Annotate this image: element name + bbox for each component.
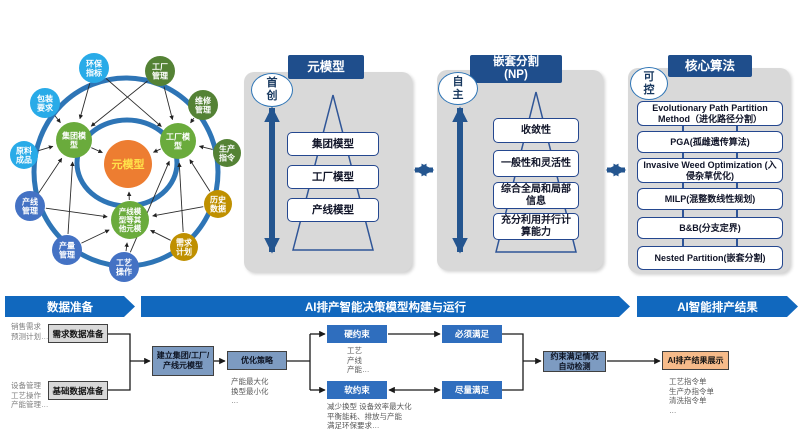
orbit-ring xyxy=(31,75,221,269)
flow-box-build-meta-model: 建立集团/工厂/ 产线元模型 xyxy=(152,346,214,376)
badge-first-created: 首 创 xyxy=(251,73,293,107)
item-group-model: 集团模型 xyxy=(287,132,379,156)
item-pga: PGA(孤雌遗传算法) xyxy=(637,131,783,153)
svg-text:维修管理: 维修管理 xyxy=(195,95,212,114)
chanxianmx-node: 产线模型等其他元模 xyxy=(111,201,149,239)
item-generality-flexibility: 一般性和灵活性 xyxy=(493,150,579,177)
banner-step-model-build-run: AI排产智能决策模型构建与运行 xyxy=(141,296,630,317)
flow-connector xyxy=(502,333,524,391)
flow-box-result-display: AI排产结果展示 xyxy=(662,351,729,370)
note-objectives: 产能最大化 换型最小化 … xyxy=(231,377,269,405)
item-convergence: 收敛性 xyxy=(493,118,579,143)
orbit-ring xyxy=(74,117,180,209)
note-hard-constraint-items: 工艺 产线 产能… xyxy=(347,346,370,374)
xuqiu-node: 需求计划 xyxy=(170,233,198,261)
gongyi-node: 工艺操作 xyxy=(109,252,139,282)
gongchangmx-node: 工厂模型 xyxy=(160,123,196,159)
weixiu-node: 维修管理 xyxy=(188,90,218,120)
flow-box-hard-constraint: 硬约束 xyxy=(327,325,387,343)
panel-core-algorithms-title: 核心算法 xyxy=(668,55,752,77)
baozhuang-node: 包装要求 xyxy=(30,88,60,118)
flow-box-must-satisfy: 必须满足 xyxy=(442,325,502,343)
svg-text:包装要求: 包装要求 xyxy=(36,93,54,112)
svg-text:工艺操作: 工艺操作 xyxy=(116,257,132,276)
svg-text:历史数据: 历史数据 xyxy=(210,194,227,213)
note-soft-constraint-items: 减少换型 设备效率最大化 平衡能耗、排放与产能 满足环保要求… xyxy=(327,402,412,430)
huanbao-node: 环保指标 xyxy=(79,53,109,83)
item-invasive-weed: Invasive Weed Optimization (入侵杂草优化) xyxy=(637,158,783,183)
item-parallel-computing: 充分利用并行计算能力 xyxy=(493,213,579,240)
banner-step-data-preparation: 数据准备 xyxy=(5,296,135,317)
lishi-node: 历史数据 xyxy=(204,190,232,218)
jituan-node: 集团模型 xyxy=(56,122,92,158)
item-line-model: 产线模型 xyxy=(287,198,379,222)
badge-autonomous: 自 主 xyxy=(438,72,478,105)
chanxiangl-node: 产线管理 xyxy=(15,191,45,221)
flow-box-basic-data: 基础数据准备 xyxy=(48,381,108,400)
note-sales-forecast: 销售需求 预测计划… xyxy=(11,322,49,341)
flow-connector xyxy=(108,333,131,391)
svg-text:产量管理: 产量管理 xyxy=(59,240,75,259)
flow-box-soft-constraint: 软约束 xyxy=(327,381,387,399)
svg-text:工厂模型: 工厂模型 xyxy=(166,131,191,150)
svg-text:产线管理: 产线管理 xyxy=(22,196,38,215)
item-evolutionary-path-partition: Evolutionary Path Partition Method（进化路径分… xyxy=(637,101,783,126)
svg-text:原料成品: 原料成品 xyxy=(16,145,32,164)
svg-text:元模型: 元模型 xyxy=(112,157,145,171)
svg-text:需求计划: 需求计划 xyxy=(176,237,193,256)
note-device-process-capacity: 设备管理 工艺操作 产能管理… xyxy=(11,381,49,409)
badge-controllable: 可 控 xyxy=(630,67,668,100)
svg-text:工厂管理: 工厂管理 xyxy=(152,62,168,80)
svg-text:集团模型: 集团模型 xyxy=(61,130,87,149)
svg-text:环保指标: 环保指标 xyxy=(86,58,103,77)
item-global-local-info: 综合全局和局部信息 xyxy=(493,182,579,209)
panel-meta-model-title: 元模型 xyxy=(288,55,364,79)
item-nested-partition: Nested Partition(嵌套分割) xyxy=(637,246,783,270)
item-branch-and-bound: B&B(分支定界) xyxy=(637,217,783,239)
chanliang-node: 产量管理 xyxy=(52,235,82,265)
flow-box-optimization-strategy: 优化策略 xyxy=(227,351,287,370)
panel-nested-partition-title: 嵌套分割 (NP) xyxy=(470,55,562,83)
flow-box-try-satisfy: 尽量满足 xyxy=(442,381,502,399)
flow-box-constraint-check: 约束满足情况 自动检测 xyxy=(543,351,606,372)
yuanliao-node: 原料成品 xyxy=(10,141,38,169)
gongchanggl-node: 工厂管理 xyxy=(145,56,175,86)
meta-node: 元模型 xyxy=(104,140,152,188)
item-factory-model: 工厂模型 xyxy=(287,165,379,189)
shengchan-node: 生产指令 xyxy=(213,139,241,167)
svg-text:生产指令: 生产指令 xyxy=(219,143,236,162)
flow-box-demand-data: 需求数据准备 xyxy=(48,324,108,343)
banner-step-ai-result: AI智能排产结果 xyxy=(637,296,798,317)
svg-text:产线模型等其他元模: 产线模型等其他元模 xyxy=(118,206,142,233)
network-edges xyxy=(38,78,213,253)
item-milp: MILP(混整数线性规划) xyxy=(637,188,783,210)
note-output-orders: 工艺指令单 生产办指令单 清洗指令单 … xyxy=(669,377,714,415)
